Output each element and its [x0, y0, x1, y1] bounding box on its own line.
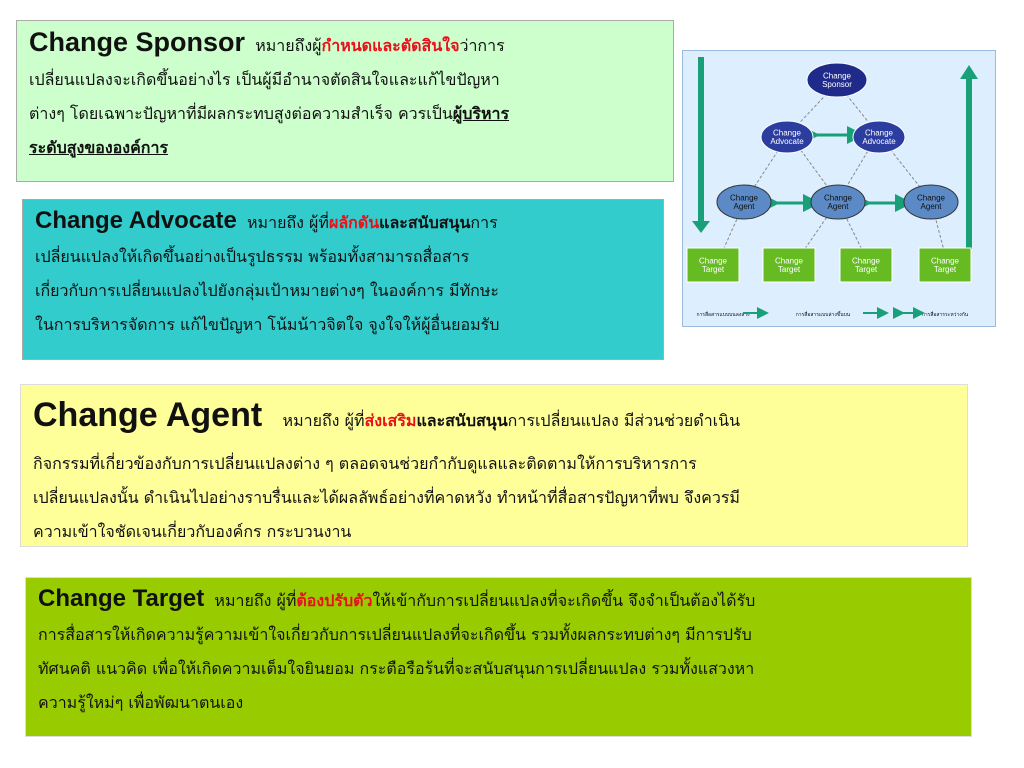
target-line-1: Change Target หมายถึง ผู้ที่ต้องปรับตัวใ…	[38, 582, 959, 618]
advocate-highlight: ผลักดัน	[328, 213, 380, 232]
sponsor-highlight: กำหนดและตัดสินใจ	[321, 36, 460, 55]
connector-line	[788, 133, 839, 202]
agent-text: การเปลี่ยนแปลง มีส่วนช่วยดำเนิน	[507, 411, 741, 430]
agent-node	[810, 184, 866, 220]
agent-bold: และสนับสนุน	[416, 411, 508, 430]
target-node	[839, 247, 893, 283]
sponsor-node	[806, 62, 868, 98]
legend-label: การสื่อสารแบบล่างขึ้นบน	[796, 309, 851, 318]
agent-line-2: กิจกรรมที่เกี่ยวข้องกับการเปลี่ยนแปลงต่า…	[33, 454, 697, 473]
advocate-text: หมายถึง ผู้ที่	[247, 213, 329, 232]
advocate-line-2: เปลี่ยนแปลงให้เกิดขึ้นอย่างเป็นรูปธรรม พ…	[35, 247, 470, 266]
legend-label: การสื่อสารแบบบนลงล่าง	[696, 311, 750, 318]
advocate-text: การ	[470, 213, 498, 232]
target-line-4: ความรู้ใหม่ๆ เพื่อพัฒนาตนเอง	[38, 693, 244, 712]
change-sponsor-box: Change Sponsor หมายถึงผู้กำหนดและตัดสินใ…	[16, 20, 674, 182]
advocate-line-1: Change Advocate หมายถึง ผู้ที่ผลักดันและ…	[35, 204, 651, 240]
target-term: Change Target	[38, 585, 205, 612]
sponsor-term: Change Sponsor	[29, 27, 246, 57]
legend-label: การสื่อสารระหว่างกัน	[922, 311, 969, 318]
advocate-line-3: เกี่ยวกับการเปลี่ยนแปลงไปยังกลุ่มเป้าหมา…	[35, 281, 499, 300]
down-arrow-shaft	[698, 57, 704, 222]
advocate-bold: และสนับสนุน	[379, 213, 471, 232]
up-arrow-shaft	[966, 77, 972, 249]
target-node	[762, 247, 816, 283]
down-arrow-head	[692, 221, 710, 233]
advocate-node	[852, 120, 906, 154]
agent-line-3: เปลี่ยนแปลงนั้น ดำเนินไปอย่างราบรื่นและไ…	[33, 488, 740, 507]
agent-highlight: ส่งเสริม	[364, 411, 417, 430]
target-node	[918, 247, 972, 283]
agent-node	[903, 184, 959, 220]
sponsor-line-2: เปลี่ยนแปลงจะเกิดขึ้นอย่างไร เป็นผู้มีอำ…	[29, 70, 500, 89]
change-agent-box: Change Agent หมายถึง ผู้ที่ส่งเสริมและสน…	[20, 384, 968, 547]
agent-line-4: ความเข้าใจชัดเจนเกี่ยวกับองค์กร กระบวนงา…	[33, 522, 352, 541]
sponsor-text: ต่างๆ โดยเฉพาะปัญหาที่มีผลกระทบสูงต่อควา…	[29, 104, 453, 123]
sponsor-bold: ผู้บริหาร	[452, 104, 510, 123]
sponsor-line-3: ต่างๆ โดยเฉพาะปัญหาที่มีผลกระทบสูงต่อควา…	[29, 97, 661, 131]
target-text: ให้เข้ากับการเปลี่ยนแปลงที่จะเกิดขึ้น จึ…	[372, 591, 756, 610]
advocate-line-4: ในการบริหารจัดการ แก้ไขปัญหา โน้มน้าวจิต…	[35, 315, 500, 334]
target-text: หมายถึง ผู้ที่	[214, 591, 297, 610]
up-arrow-head	[960, 65, 978, 79]
agent-line-1: Change Agent หมายถึง ผู้ที่ส่งเสริมและสน…	[33, 389, 955, 447]
agent-term: Change Agent	[33, 396, 263, 434]
change-target-box: Change Target หมายถึง ผู้ที่ต้องปรับตัวใ…	[25, 577, 972, 737]
sponsor-line-4: ระดับสูงขององค์การ	[29, 138, 169, 157]
target-line-2: การสื่อสารให้เกิดความรู้ความเข้าใจเกี่ยว…	[38, 625, 752, 644]
advocate-node	[760, 120, 814, 154]
sponsor-text: ว่าการ	[459, 36, 505, 55]
advocate-term: Change Advocate	[35, 207, 237, 234]
target-line-3: ทัศนคติ แนวคิด เพื่อให้เกิดความเต็มใจยิน…	[38, 659, 755, 678]
agent-text: หมายถึง ผู้ที่	[282, 411, 365, 430]
target-highlight: ต้องปรับตัว	[296, 591, 373, 610]
sponsor-line-1: Change Sponsor หมายถึงผู้กำหนดและตัดสินใ…	[29, 25, 661, 63]
change-advocate-box: Change Advocate หมายถึง ผู้ที่ผลักดันและ…	[22, 199, 664, 360]
sponsor-text: หมายถึงผู้	[255, 36, 322, 55]
agent-node	[716, 184, 772, 220]
target-node	[686, 247, 740, 283]
